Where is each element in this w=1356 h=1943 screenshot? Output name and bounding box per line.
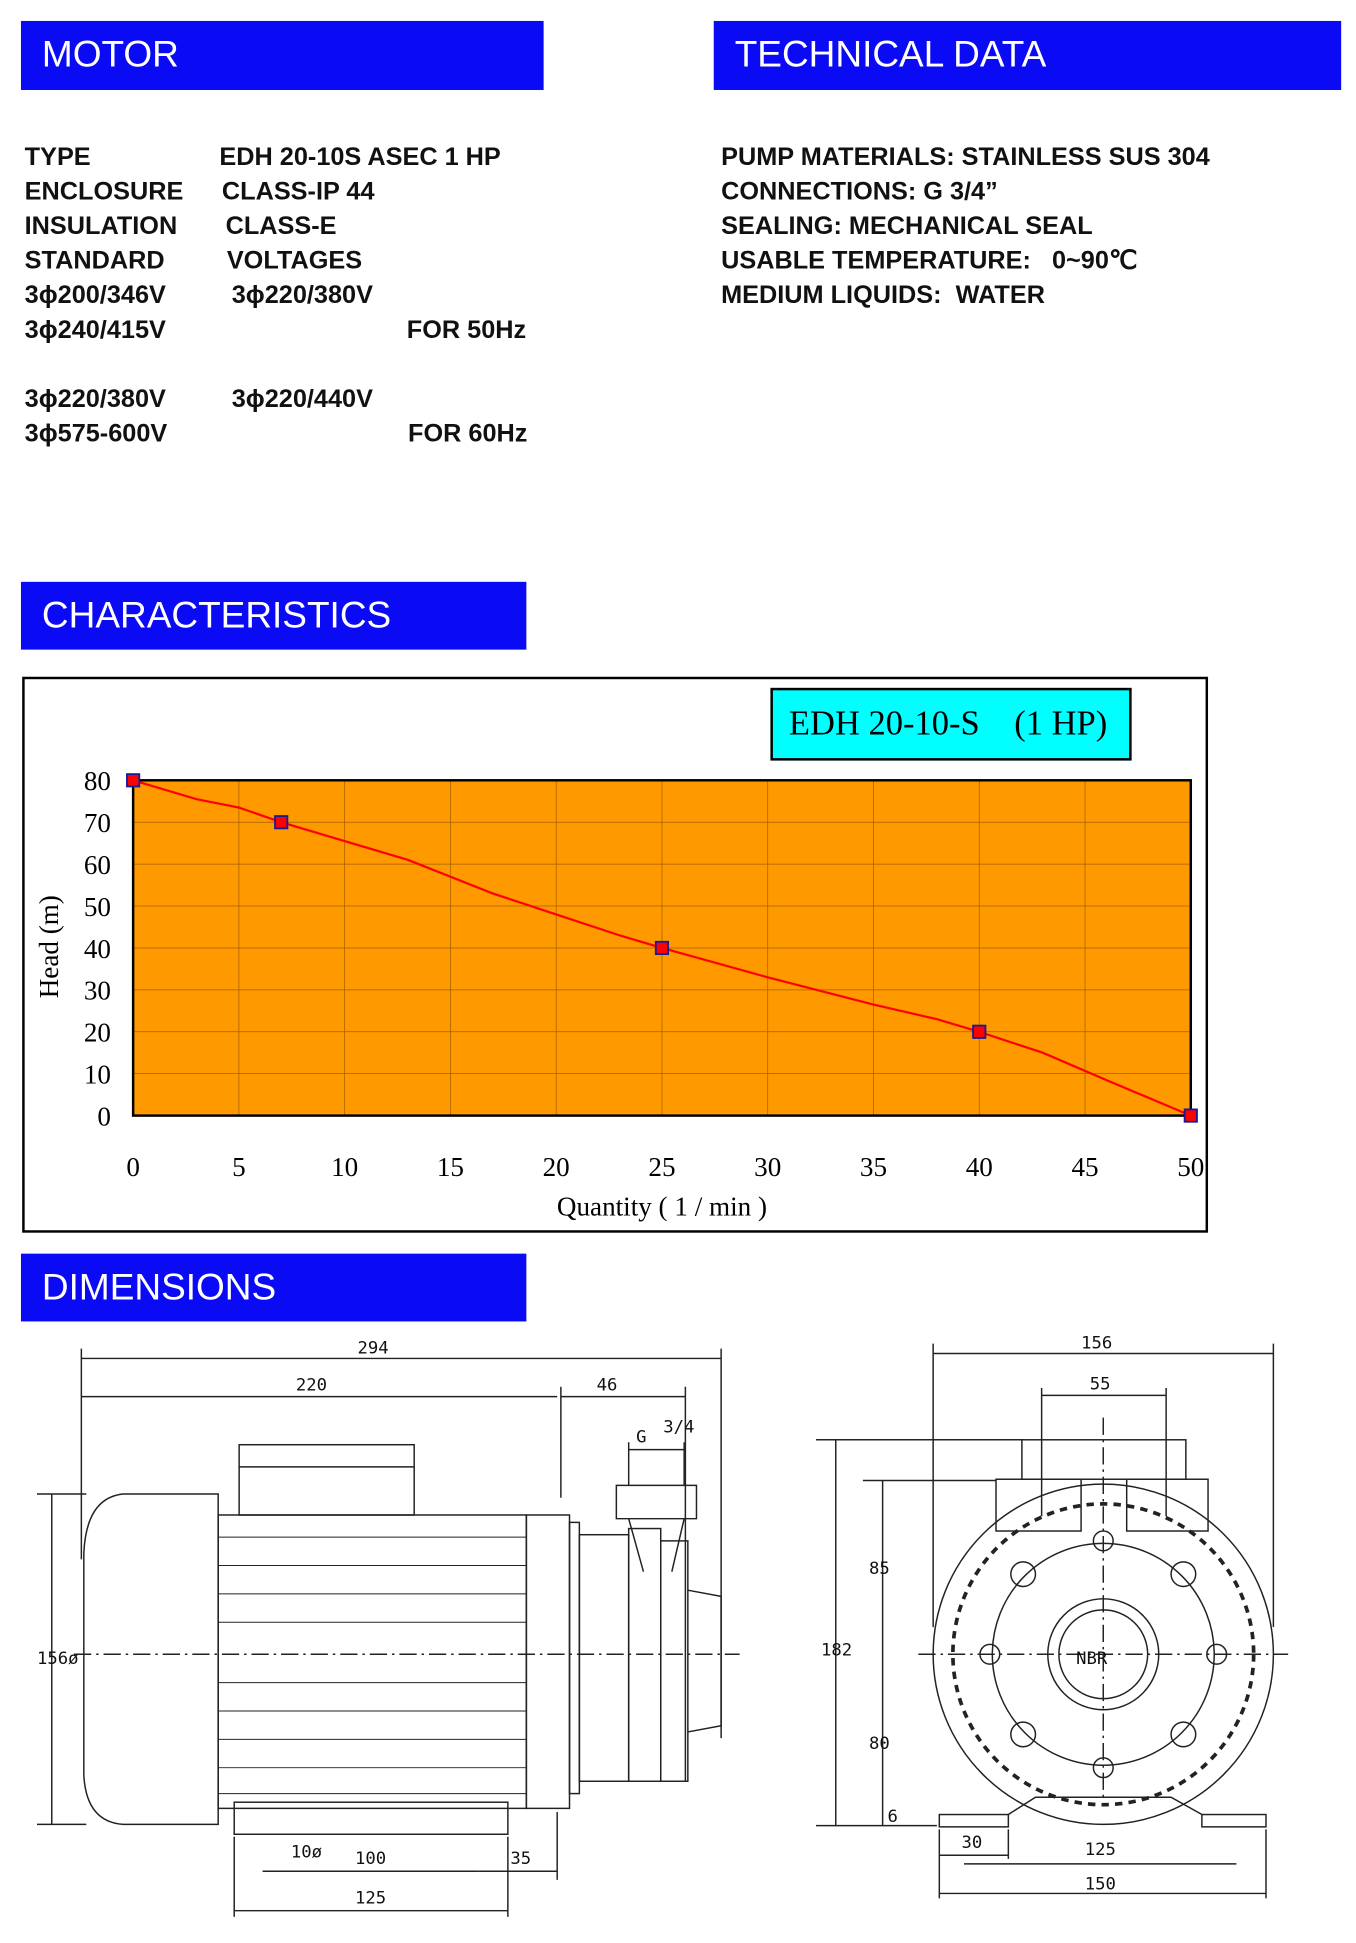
characteristics-header: CHARACTERISTICS <box>20 581 527 650</box>
x-axis-label: Quantity ( 1 / min ) <box>557 1191 767 1221</box>
spec-label: ENCLOSURE <box>24 177 184 206</box>
seal-label: NBR <box>1076 1649 1108 1669</box>
y-tick-label: 50 <box>84 892 111 922</box>
x-tick-label: 50 <box>1177 1152 1204 1182</box>
spec-value: CLASS-E <box>225 212 337 241</box>
data-point <box>654 940 670 956</box>
dim-foot-length: 125 <box>355 1888 386 1908</box>
y-tick-label: 80 <box>84 766 111 796</box>
spec-value: EDH 20-10S ASEC 1 HP <box>219 142 501 172</box>
data-point <box>972 1024 987 1039</box>
spec-label: TYPE <box>24 142 91 172</box>
dim-base-width: 150 <box>1085 1875 1116 1895</box>
dim-pump-offset: 46 <box>597 1375 618 1395</box>
x-tick-label: 5 <box>232 1152 246 1182</box>
dim-height-diameter: 156ø <box>37 1649 79 1669</box>
dim-foot-offset: 35 <box>510 1849 531 1869</box>
dim-total-length: 294 <box>357 1339 388 1359</box>
dim-foot-spacing: 100 <box>355 1849 386 1869</box>
tech-line: PUMP MATERIALS: STAINLESS SUS 304 <box>721 142 1210 172</box>
voltage-50hz-1: 3ϕ200/346V <box>24 281 166 310</box>
chart-title: EDH 20-10-S (1 HP) <box>770 687 1132 761</box>
dim-hole-diameter: 10ø <box>291 1843 322 1863</box>
tech-line: CONNECTIONS: G 3/4” <box>721 177 998 206</box>
data-point <box>1183 1108 1198 1123</box>
dim-upper-height: 85 <box>869 1559 890 1579</box>
dim-g-size: 3/4 <box>663 1417 694 1437</box>
x-tick-label: 35 <box>860 1152 887 1182</box>
y-tick-label: 20 <box>84 1018 111 1048</box>
spec-label: INSULATION <box>24 212 178 241</box>
dim-foot-width: 30 <box>962 1833 983 1853</box>
voltage-50hz-3: 3ϕ240/415V <box>24 315 166 344</box>
x-tick-label: 45 <box>1071 1152 1098 1182</box>
technical-data-header: TECHNICAL DATA <box>713 20 1342 90</box>
spec-label: STANDARD <box>24 246 165 275</box>
dim-total-height: 182 <box>821 1641 852 1661</box>
dim-g-label: G <box>636 1427 646 1447</box>
data-point <box>126 773 141 788</box>
data-point <box>274 815 289 830</box>
x-tick-label: 20 <box>543 1152 570 1182</box>
front-view-drawing: 156 55 182 85 80 6 30 125 150 NBR <box>816 1334 1289 1899</box>
y-tick-label: 10 <box>84 1060 111 1090</box>
dim-base-thickness: 6 <box>888 1807 898 1827</box>
x-tick-label: 25 <box>648 1152 675 1182</box>
y-tick-label: 70 <box>84 808 111 838</box>
tech-line: SEALING: MECHANICAL SEAL <box>721 212 1093 241</box>
x-tick-label: 15 <box>437 1152 464 1182</box>
y-tick-label: 0 <box>97 1101 111 1131</box>
voltage-60hz-1: 3ϕ220/380V <box>24 384 166 413</box>
chart-frame <box>22 676 1209 1233</box>
y-tick-label: 60 <box>84 850 111 880</box>
voltage-60hz-2: 3ϕ220/440V <box>231 384 373 413</box>
y-tick-label: 30 <box>84 976 111 1006</box>
voltage-50hz-2: 3ϕ220/380V <box>231 281 373 310</box>
x-tick-label: 10 <box>331 1152 358 1182</box>
dim-hole-spacing: 125 <box>1085 1840 1116 1860</box>
x-tick-label: 30 <box>754 1152 781 1182</box>
dim-motor-length: 220 <box>296 1375 327 1395</box>
spec-value: VOLTAGES <box>226 246 363 275</box>
voltage-60hz-3: 3ϕ575-600V <box>24 419 168 448</box>
y-axis-label: Head (m) <box>34 895 64 998</box>
dimensions-header: DIMENSIONS <box>20 1253 527 1322</box>
dim-lower-height: 80 <box>869 1734 890 1754</box>
x-tick-label: 40 <box>966 1152 993 1182</box>
plot-border <box>131 779 1193 1117</box>
frequency-50hz: FOR 50Hz <box>406 315 527 344</box>
side-view-drawing: 294 220 46 G 3/4 156ø 10ø 100 35 125 <box>37 1339 740 1917</box>
spec-value: CLASS-IP 44 <box>221 177 375 206</box>
tech-line: USABLE TEMPERATURE: 0~90℃ <box>721 246 1138 275</box>
motor-header: MOTOR <box>20 20 544 90</box>
y-tick-label: 40 <box>84 934 111 964</box>
dim-port-spacing: 55 <box>1090 1374 1111 1394</box>
frequency-60hz: FOR 60Hz <box>408 419 528 448</box>
dim-front-width: 156 <box>1081 1334 1112 1354</box>
head-curve <box>132 779 1192 1117</box>
tech-line: MEDIUM LIQUIDS: WATER <box>721 281 1045 310</box>
performance-chart: 0 5 10 15 20 25 30 35 40 45 50 0 10 20 30 40 50 60 70 80Qua… <box>34 766 1204 1221</box>
x-tick-label: 0 <box>126 1152 140 1182</box>
